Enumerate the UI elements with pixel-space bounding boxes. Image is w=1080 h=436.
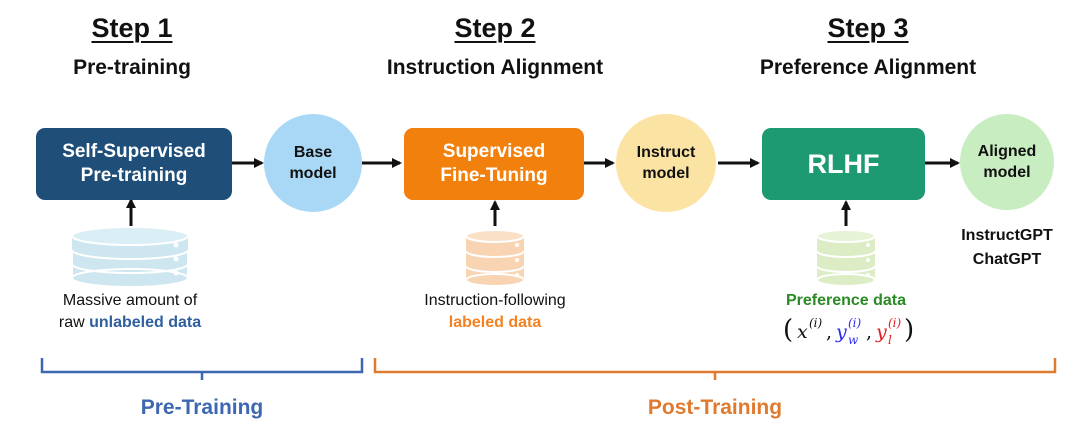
rlhf-label: RLHF (807, 148, 880, 179)
pre-training-label: Pre-Training (140, 396, 264, 419)
ssp-label-line1: Self-Supervised (62, 141, 206, 162)
database-icon-preference (816, 229, 876, 287)
sft-label-line2: Fine-Tuning (440, 165, 548, 186)
sft-label-line1: Supervised (442, 141, 546, 162)
database-icon-labeled (465, 229, 525, 287)
aligned-model-circle: Aligned model (960, 114, 1054, 210)
step-1-heading: Step 1 (91, 13, 173, 43)
preference-data-caption: Preference data (756, 290, 936, 312)
example-instructgpt: InstructGPT (961, 227, 1053, 244)
step-2-title: Instruction Alignment (386, 56, 604, 79)
aligned-model-line1: Aligned (977, 143, 1037, 160)
unlabeled-data-caption: Massive amount of raw unlabeled data (20, 290, 240, 334)
instruct-model-circle: Instruct model (616, 114, 716, 212)
unlabeled-caption-highlight: unlabeled data (89, 314, 202, 331)
base-model-line1: Base (293, 144, 333, 161)
step-1-title: Pre-training (73, 56, 191, 79)
base-model-line2: model (289, 165, 337, 182)
database-icon-unlabeled (71, 226, 189, 288)
labeled-caption-line1: Instruction-following (424, 292, 566, 309)
example-chatgpt: ChatGPT (972, 251, 1042, 268)
step-2-heading: Step 2 (454, 13, 536, 43)
rlhf-box: RLHF (762, 128, 925, 200)
step-3-heading: Step 3 (827, 13, 909, 43)
preference-caption-highlight: Preference data (785, 292, 907, 309)
labeled-caption-highlight: labeled data (448, 314, 542, 331)
aligned-model-examples: InstructGPT ChatGPT (952, 224, 1062, 272)
base-model-circle: Base model (264, 114, 362, 212)
aligned-model-line2: model (983, 164, 1031, 181)
ssp-label-line2: Pre-training (80, 165, 188, 186)
instruct-model-line1: Instruct (636, 144, 696, 161)
instruct-model-line2: model (642, 165, 690, 182)
step-3-title: Preference Alignment (759, 56, 977, 79)
post-training-label: Post-Training (647, 396, 783, 419)
post-training-bracket (373, 358, 1057, 380)
labeled-data-caption: Instruction-following labeled data (395, 290, 595, 334)
unlabeled-caption-plain: raw (58, 314, 90, 331)
pre-training-bracket (40, 358, 364, 380)
unlabeled-caption-line1: Massive amount of (62, 292, 198, 309)
